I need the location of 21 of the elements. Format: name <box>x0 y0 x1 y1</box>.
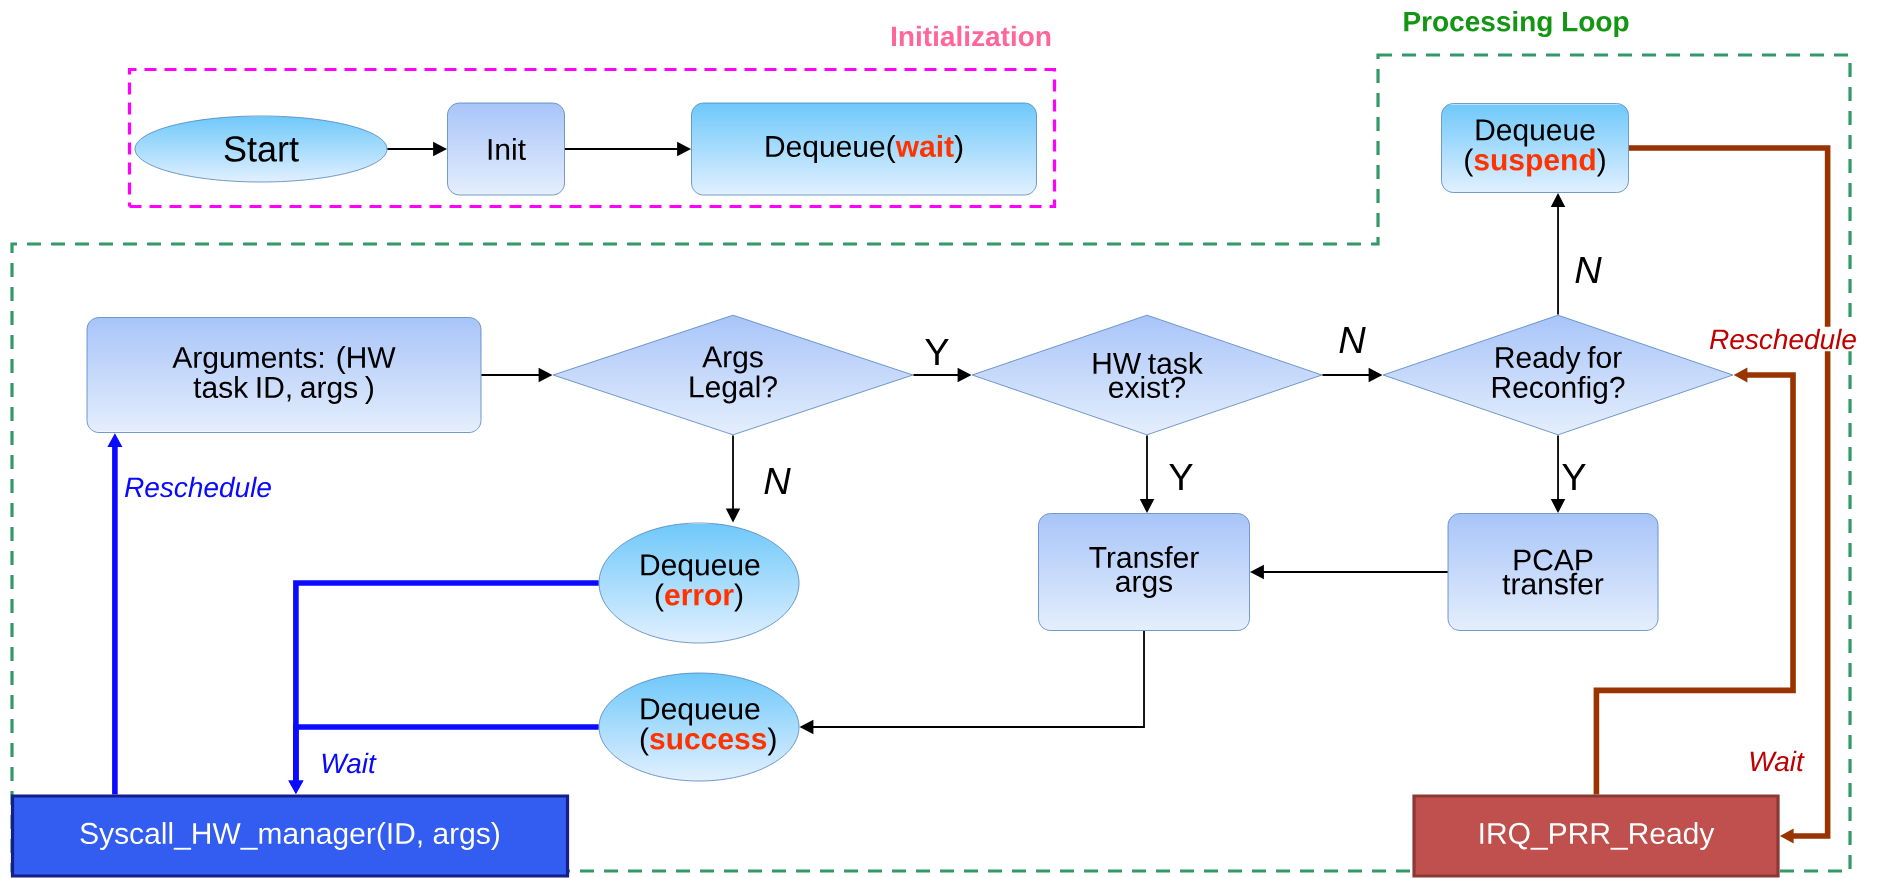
event-box: Syscall_HW_manager(ID, args) <box>10 794 570 878</box>
event-box: IRQ_PRR_Ready <box>1412 794 1780 878</box>
group-title: Processing Loop <box>1404 10 1629 38</box>
process-box: Dequeue (suspend) <box>1441 103 1629 193</box>
arrow <box>1628 145 1831 844</box>
edge-label: N <box>1336 324 1368 356</box>
edge-label: Wait <box>1746 748 1806 774</box>
edge-label: Reschedule <box>122 474 274 500</box>
edge-label: Y <box>1559 461 1589 493</box>
process-box: Arguments: (HW task ID, args ) <box>86 317 482 433</box>
edge-label: N <box>1572 254 1604 286</box>
edge-label: N <box>761 465 793 497</box>
edge-label: Wait <box>318 750 378 776</box>
process-box: Transfer args <box>1038 513 1250 631</box>
edge-label: Reschedule <box>1707 326 1859 352</box>
edge-label: Y <box>1166 461 1196 493</box>
edge-label: Y <box>922 336 952 368</box>
process-box: PCAP transfer <box>1447 513 1659 631</box>
process-box: Dequeue(wait) <box>691 102 1037 196</box>
group-title: Initialization <box>892 25 1051 47</box>
process-box: Init <box>447 102 565 196</box>
